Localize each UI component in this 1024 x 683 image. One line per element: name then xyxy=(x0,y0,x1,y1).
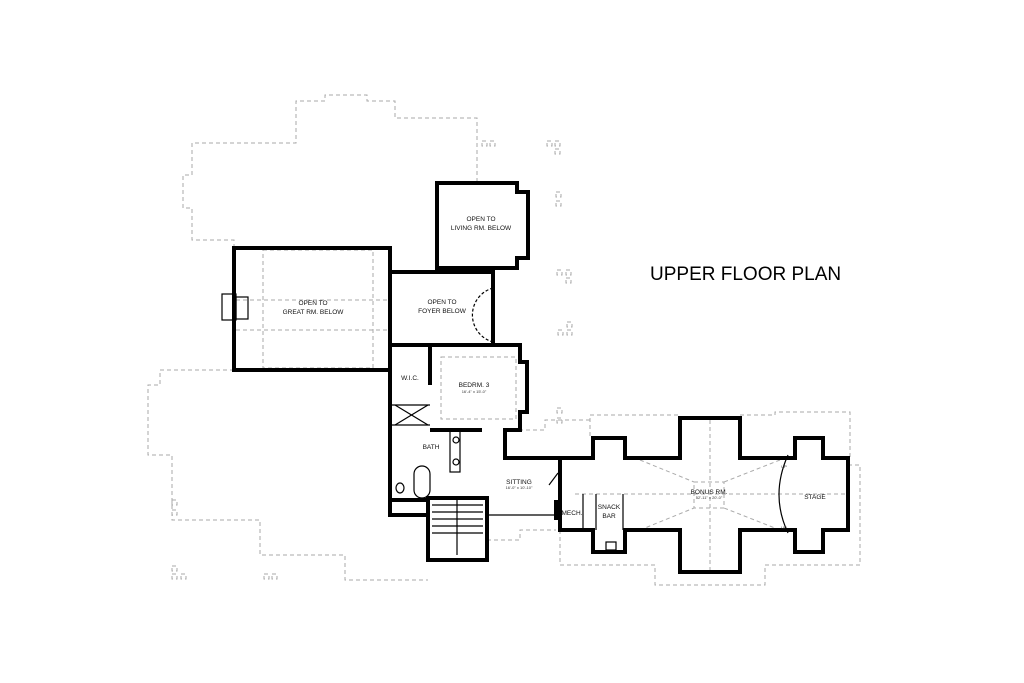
sink xyxy=(605,541,617,551)
foyer-open-label-2: FOYER BELOW xyxy=(418,308,467,315)
living-open-label-1: OPEN TO xyxy=(466,216,495,223)
stage-up-label-1: UP xyxy=(781,464,787,469)
plan-title: UPPER FLOOR PLAN xyxy=(650,264,841,285)
bedroom3-dims: 16'-4" x 15'-0" xyxy=(462,389,487,394)
living-open-label-2: LIVING RM. BELOW xyxy=(451,225,512,232)
snack-bar-label-2: BAR xyxy=(602,513,616,520)
bathtub xyxy=(413,465,431,499)
sitting-label: SITTING xyxy=(506,479,532,486)
sitting-dims: 16'-0" x 10'-10" xyxy=(506,485,533,490)
stage-label: STAGE xyxy=(804,494,826,501)
bonus-room-dims: 52'-11" x 20'-0" xyxy=(696,495,723,500)
foyer-open-label-1: OPEN TO xyxy=(427,299,456,306)
bonus-room-walls xyxy=(558,416,850,574)
lower-floor-outline xyxy=(147,94,861,586)
wic-label: W.I.C. xyxy=(401,375,419,382)
snack-bar-label-1: SNACK xyxy=(598,504,621,511)
mech-label: MECH. xyxy=(562,510,583,517)
great-open-label-1: OPEN TO xyxy=(298,300,327,307)
toilet xyxy=(395,482,405,494)
stage-edge xyxy=(778,454,789,534)
great-open-label-2: GREAT RM. BELOW xyxy=(283,309,345,316)
bedroom3-label: BEDRM. 3 xyxy=(459,382,490,389)
bath-label: BATH xyxy=(423,444,440,451)
stage-up-label-2: UP xyxy=(781,525,787,530)
living-room-open-area xyxy=(435,181,530,270)
bonus-room-label: BONUS RM. xyxy=(691,489,728,496)
walls xyxy=(221,181,850,574)
vanity xyxy=(449,429,461,473)
